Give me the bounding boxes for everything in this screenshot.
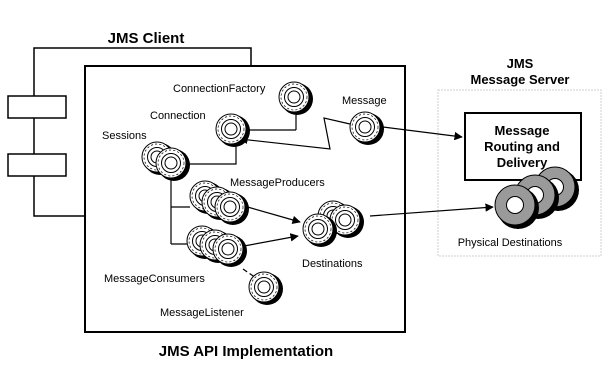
destinations-label: Destinations xyxy=(302,258,363,270)
client-port-bottom xyxy=(7,153,67,177)
connection-factory-label: ConnectionFactory xyxy=(173,83,266,95)
jms-client-label: JMS Client xyxy=(108,30,185,47)
api-implementation-label: JMS API Implementation xyxy=(159,343,333,360)
arrows xyxy=(239,117,494,247)
message-producers-label: MessageProducers xyxy=(230,177,325,189)
message-label: Message xyxy=(342,95,387,107)
jms-server-label-line1: JMS xyxy=(507,56,534,71)
message-consumers-label: MessageConsumers xyxy=(104,273,205,285)
client-port-top xyxy=(7,95,67,119)
routing-label-line1: Message xyxy=(495,123,550,138)
physical-destinations-label: Physical Destinations xyxy=(458,237,563,249)
jms-server-label-line2: Message Server xyxy=(470,72,569,87)
sessions-label: Sessions xyxy=(102,130,147,142)
message-listener-label: MessageListener xyxy=(160,307,244,319)
routing-label-line3: Delivery xyxy=(497,155,548,170)
routing-label-line2: Routing and xyxy=(484,139,560,154)
connection-label: Connection xyxy=(150,110,206,122)
